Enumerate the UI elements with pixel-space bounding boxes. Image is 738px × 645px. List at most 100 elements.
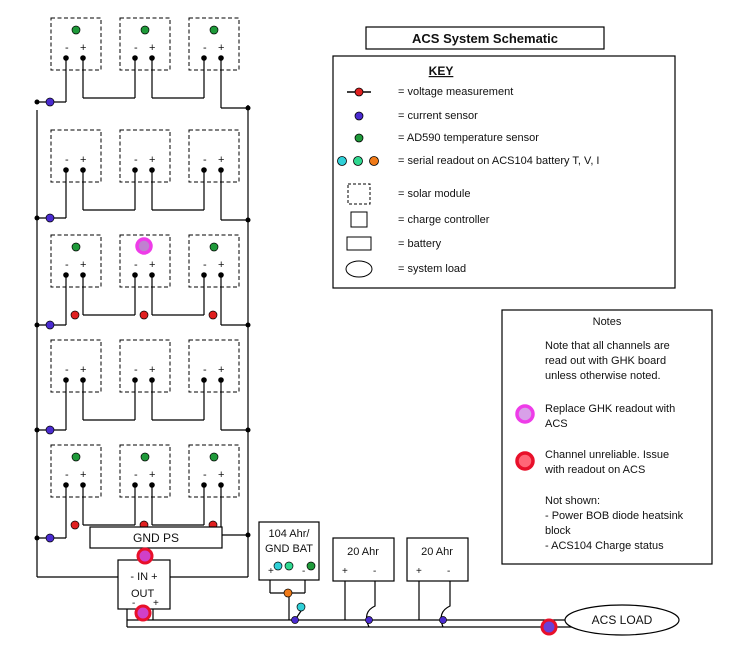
- key-heading: KEY: [429, 64, 454, 78]
- solar-module-r2-c1-plus-terminal: [80, 167, 86, 173]
- gnd-ps-out-label: OUT: [131, 588, 155, 600]
- notes-not-shown-3: block: [545, 525, 571, 537]
- solar-module-r5-c2-temperature-sensor: [140, 452, 150, 462]
- unreliable-channel-icon: [515, 451, 535, 471]
- solar-module-r5-c2-minus-terminal: [132, 482, 138, 488]
- bus-current-sensor-20ahr-b: [439, 616, 447, 624]
- battery-20ahr-b-plus: +: [416, 566, 422, 577]
- replace-readout-icon: [515, 404, 535, 424]
- solar-module-r5-c2-plus-terminal: [149, 482, 155, 488]
- notes-intro-1: Note that all channels are: [545, 340, 670, 352]
- solar-module-r3-c1-minus-label: -: [65, 259, 69, 271]
- bus-current-sensor-104ahr: [291, 616, 299, 624]
- serial-readout-temperature-icon: [273, 561, 283, 571]
- solar-module-r5-c1-minus-terminal: [63, 482, 69, 488]
- key-label-battery: = battery: [398, 238, 442, 250]
- solar-module-r3-c2-plus-label: +: [149, 259, 155, 271]
- row-5-current-sensor: [45, 533, 55, 543]
- solar-module-r4-c3-plus-terminal: [218, 377, 224, 383]
- battery-20ahr-b-label: 20 Ahr: [421, 546, 453, 558]
- solar-module-r4-c2: [119, 339, 171, 393]
- battery-20ahr-a-minus: -: [373, 566, 376, 577]
- solar-module-r3-c1: [50, 234, 102, 288]
- battery-104ahr-label-2: GND BAT: [265, 543, 313, 555]
- output-bus-wiring: [126, 580, 573, 628]
- gnd-ps-out-plus: +: [153, 598, 159, 609]
- gnd-ps-input-unreliable-sensor: [136, 547, 154, 565]
- load-current-unreliable-sensor: [540, 618, 558, 636]
- solar-module-r4-c3: [188, 339, 240, 393]
- row-5-voltage-sensor-1: [70, 520, 80, 530]
- gnd-ps-label: GND PS: [133, 531, 179, 545]
- solar-module-r5-c3-temperature-sensor: [209, 452, 219, 462]
- key-label-solar: = solar module: [398, 188, 470, 200]
- schematic-title: ACS System Schematic: [412, 31, 558, 46]
- notes-not-shown-1: Not shown:: [545, 495, 600, 507]
- solar-module-r5-c2-plus-label: +: [149, 469, 155, 481]
- solar-module-r1-c3-minus-terminal: [201, 55, 207, 61]
- battery-104ahr: 104 Ahr/ GND BAT + -: [258, 521, 320, 581]
- serial-readout-voltage-icon: [284, 561, 294, 571]
- solar-module-r5-c3-minus-terminal: [201, 482, 207, 488]
- notes-not-shown-2: - Power BOB diode heatsink: [545, 510, 684, 522]
- key-label-current: = current sensor: [398, 110, 478, 122]
- replace-readout-temperature-sensor: [135, 237, 153, 255]
- gnd-ps-output-unreliable-sensor: [134, 604, 152, 622]
- solar-module-r1-c3-plus-terminal: [218, 55, 224, 61]
- row-2-current-sensor: [45, 213, 55, 223]
- solar-module-r4-c1-minus-terminal: [63, 377, 69, 383]
- title-box: ACS System Schematic: [365, 26, 605, 50]
- voltage-measurement-icon: [347, 87, 371, 97]
- temperature-sensor-icon: [354, 133, 364, 143]
- solar-module-r1-c1-minus-label: -: [65, 42, 69, 54]
- acs-load-label: ACS LOAD: [592, 613, 653, 627]
- solar-module-r2-c3-minus-label: -: [203, 154, 207, 166]
- battery-temperature-sensor: [306, 561, 316, 571]
- notes-intro-2: read out with GHK board: [545, 355, 666, 367]
- solar-module-r3-c3-plus-label: +: [218, 259, 224, 271]
- battery-104ahr-label-1: 104 Ahr/: [269, 528, 311, 540]
- key-label-temperature: = AD590 temperature sensor: [398, 132, 539, 144]
- solar-module-r2-c1: [50, 129, 102, 183]
- solar-module-r2-c1-minus-label: -: [65, 154, 69, 166]
- solar-module-r2-c1-minus-terminal: [63, 167, 69, 173]
- solar-module-r5-c3-plus-label: +: [218, 469, 224, 481]
- solar-module-r1-c1-plus-terminal: [80, 55, 86, 61]
- key-label-charge-controller: = charge controller: [398, 214, 490, 226]
- battery-icon: [346, 236, 372, 251]
- solar-module-r5-c2-minus-label: -: [134, 469, 138, 481]
- solar-module-r1-c1-minus-terminal: [63, 55, 69, 61]
- battery-20ahr-a-label: 20 Ahr: [347, 546, 379, 558]
- battery-20ahr-a-plus: +: [342, 566, 348, 577]
- solar-module-r1-c1-plus-label: +: [80, 42, 86, 54]
- notes-not-shown-4: - ACS104 Charge status: [545, 540, 664, 552]
- notes-unreliable-1: Channel unreliable. Issue: [545, 449, 669, 461]
- notes-intro-3: unless otherwise noted.: [545, 370, 661, 382]
- solar-module-r1-c2-plus-terminal: [149, 55, 155, 61]
- solar-module-r1-c3-minus-label: -: [203, 42, 207, 54]
- row-3-voltage-sensor-1: [70, 310, 80, 320]
- charge-controller-icon: [350, 211, 368, 228]
- row-1-bus-junction: [34, 99, 40, 105]
- solar-module-r3-c3-minus-label: -: [203, 259, 207, 271]
- solar-module-r5-c1-minus-label: -: [65, 469, 69, 481]
- solar-module-r2-c2-minus-label: -: [134, 154, 138, 166]
- solar-module-r4-c1-plus-terminal: [80, 377, 86, 383]
- solar-module-r1-c2-minus-label: -: [134, 42, 138, 54]
- battery-20ahr-a: 20 Ahr + -: [332, 537, 395, 582]
- solar-module-r4-c2-plus-terminal: [149, 377, 155, 383]
- solar-module-r4-c2-minus-terminal: [132, 377, 138, 383]
- solar-module-r5-c1-temperature-sensor: [71, 452, 81, 462]
- solar-module-r3-c2-minus-terminal: [132, 272, 138, 278]
- solar-module-r2-c1-plus-label: +: [80, 154, 86, 166]
- gnd-ps-in-label: - IN +: [130, 571, 157, 583]
- solar-array: -+-+-+-+-+-+-+-+-+-+-+-+-+-+-+: [34, 17, 251, 543]
- solar-module-r3-c2-plus-terminal: [149, 272, 155, 278]
- solar-module-r3-c1-plus-terminal: [80, 272, 86, 278]
- solar-module-r4-c1-plus-label: +: [80, 364, 86, 376]
- solar-module-r1-c2-plus-label: +: [149, 42, 155, 54]
- solar-module-r2-c2: [119, 129, 171, 183]
- row-3-voltage-sensor-2: [139, 310, 149, 320]
- solar-module-r3-c3-temperature-sensor: [209, 242, 219, 252]
- battery-104ahr-minus: -: [302, 566, 305, 577]
